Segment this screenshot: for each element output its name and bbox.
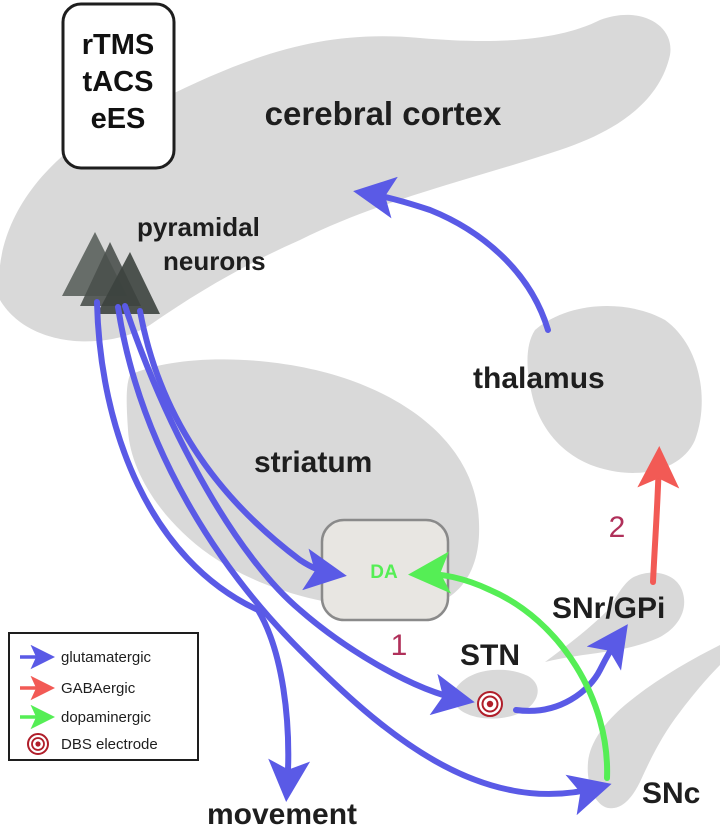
cortex-to-snc-arrow <box>115 304 612 816</box>
cerebral-cortex-label: cerebral cortex <box>265 95 502 132</box>
legend-item-gabaergic: GABAergic <box>20 675 136 701</box>
cortex-to-movement-arrow <box>94 299 311 802</box>
legend-item-dopaminergic: dopaminergic <box>20 704 152 730</box>
stimulation-box <box>61 2 176 170</box>
cortex-to-striatum-arrow <box>137 308 347 591</box>
snr-to-thalamus-arrow <box>637 446 680 585</box>
cortex-to-stn-arrow <box>122 303 475 716</box>
stn-to-snr-arrow <box>513 624 628 714</box>
snr-gpi-region <box>545 572 685 662</box>
thalamus-region <box>527 306 702 473</box>
legend-item-glutamatergic: glutamatergic <box>20 644 152 670</box>
snc-to-da-arrow <box>408 551 611 781</box>
legend-label-glutamatergic: glutamatergic <box>61 649 152 666</box>
pathway-number-2: 2 <box>609 511 626 544</box>
dbs-electrode-icon <box>477 691 503 717</box>
stn-label: STN <box>460 639 520 672</box>
stim-rtms-label: rTMS <box>82 29 155 61</box>
stim-tacs-label: tACS <box>83 66 154 98</box>
movement-label: movement <box>207 798 357 830</box>
pathway-number-1: 1 <box>391 629 408 662</box>
pyramidal-label: pyramidal <box>137 212 260 242</box>
legend: glutamatergic GABAergic dopaminergic DBS… <box>8 632 199 761</box>
legend-dbs-electrode-icon <box>27 733 49 755</box>
legend-label-gabaergic: GABAergic <box>61 680 136 697</box>
thalamus-to-cortex-arrow <box>353 176 551 333</box>
neurons-label: neurons <box>163 246 266 276</box>
legend-label-dopaminergic: dopaminergic <box>61 709 152 726</box>
thalamus-label: thalamus <box>473 362 605 395</box>
stim-ees-label: eES <box>91 103 146 135</box>
snc-region <box>587 645 720 809</box>
legend-label-dbs-electrode: DBS electrode <box>61 736 158 753</box>
legend-item-dbs-electrode: DBS electrode <box>27 733 158 755</box>
striatum-label: striatum <box>254 446 372 479</box>
snr-gpi-label: SNr/GPi <box>552 592 665 625</box>
da-label: DA <box>370 562 398 583</box>
pyramidal-neuron-triangle-3 <box>97 252 160 314</box>
snc-label: SNc <box>642 777 700 810</box>
